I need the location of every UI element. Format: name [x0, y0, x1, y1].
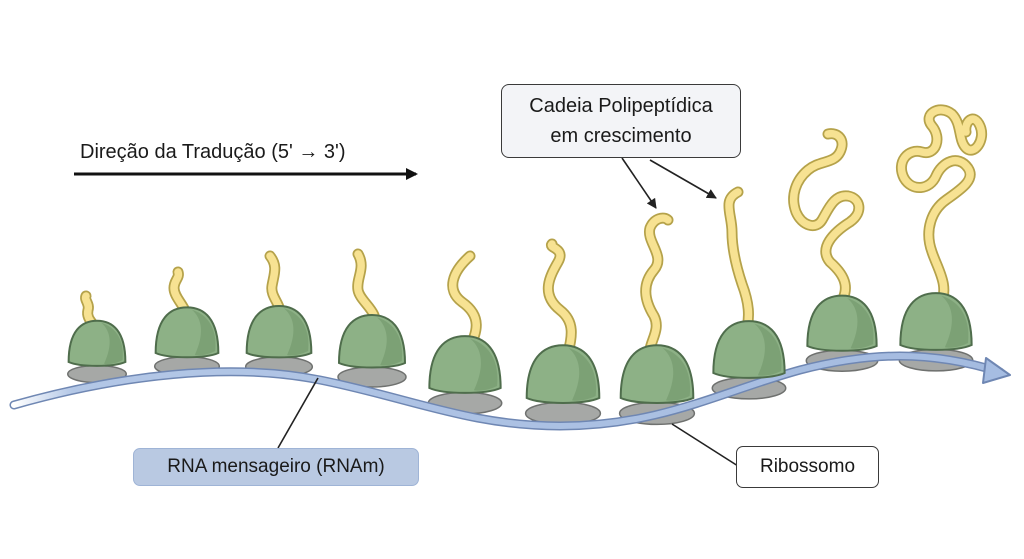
- chain-label-line1: Cadeia Polipeptídica: [529, 95, 713, 117]
- ribosome-shading: [568, 347, 597, 401]
- ribosome: [619, 212, 695, 404]
- ribosome-shading: [376, 317, 403, 366]
- polypeptide-chain: [897, 106, 986, 310]
- ribosome-shading: [191, 309, 216, 356]
- mrna-arrowhead: [982, 357, 1011, 384]
- chain-label-line2: em crescimento: [550, 125, 692, 147]
- polypeptide-chain: [544, 240, 575, 366]
- ribosome: [788, 128, 878, 352]
- mrna-leader-line: [277, 377, 319, 449]
- ribosome: [337, 248, 407, 369]
- polypeptide-chain: [449, 252, 480, 354]
- ribosome: [67, 290, 127, 367]
- ribosome: [712, 186, 786, 379]
- chain-leader-line-2: [649, 159, 717, 199]
- callout-lines: [277, 157, 739, 467]
- ribosome: [525, 238, 601, 404]
- polypeptide-chain: [789, 129, 863, 314]
- polypeptide-chain: [725, 188, 753, 340]
- ribosome-shading: [283, 308, 309, 356]
- ribosome: [895, 104, 987, 351]
- growing-polypeptide-label: Cadeia Polipeptídica em crescimento: [501, 84, 741, 158]
- chain-leader-line-1: [621, 157, 657, 209]
- ribosome-shading: [470, 338, 498, 391]
- ribosome: [154, 266, 220, 359]
- mrna-label: RNA mensageiro (RNAm): [133, 448, 419, 486]
- ribosome-label: Ribossomo: [736, 446, 879, 488]
- ribosome: [428, 250, 502, 394]
- polypeptide-chain: [642, 214, 672, 364]
- ribosome-leader-line: [671, 423, 739, 467]
- ribosome-shading: [101, 322, 123, 365]
- ribosome-shading: [847, 298, 874, 349]
- ribosome-shading: [754, 323, 782, 376]
- ribosome-shading: [941, 295, 969, 348]
- ribosome: [245, 250, 313, 359]
- ribosome-shading: [662, 347, 691, 401]
- mrna-strand: [9, 351, 1011, 431]
- ribosomes: [67, 104, 987, 404]
- translation-direction-label: Direção da Tradução (5' → 3'): [80, 141, 346, 163]
